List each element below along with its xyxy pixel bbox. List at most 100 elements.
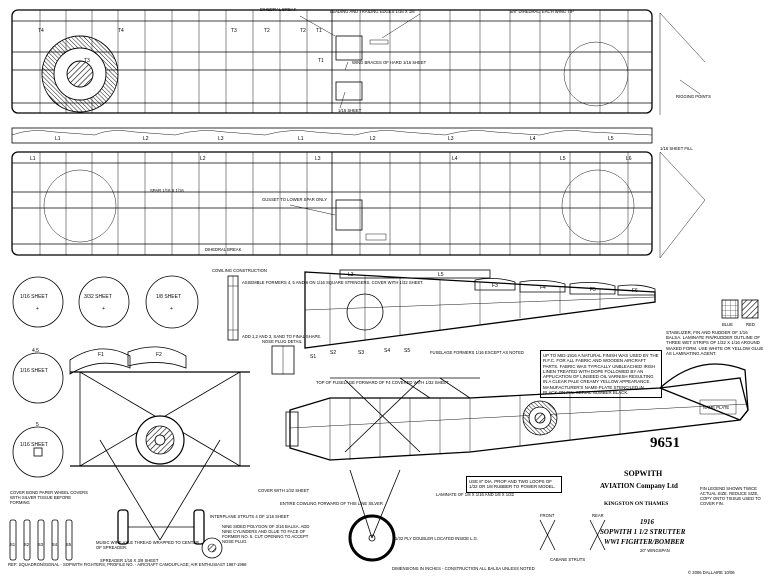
dihedral-break-label: DIHEDRAL BREAK: [260, 7, 297, 12]
disc-center-1: +: [36, 306, 39, 312]
gusset-note: GUSSET TO LOWER SPAR ONLY: [262, 197, 327, 202]
plan-year: 1916: [640, 518, 655, 526]
laminate-note: LAMINATE OF 1/8 X 1/16 AND 1/8 X 1/32: [436, 492, 515, 497]
wheel-cover-note: COVER BOND PAPER WHEEL COVERS WITH SILVE…: [10, 490, 88, 505]
spar-label: SPAR 1/16 X 1/16: [150, 188, 184, 193]
disc-center-2: +: [102, 306, 105, 312]
cabane-struts: FRONT REAR CABANE STRUTS: [539, 513, 606, 562]
cabane-front: FRONT: [540, 513, 555, 518]
prop-note-text: USE 8" DIA. PROP AND TWO LOOPS OF 1/32 O…: [466, 476, 562, 493]
bottom-rib-label-4: L4: [452, 156, 458, 162]
former-code-f2: F2: [156, 352, 162, 358]
bottom-wing-plan: SPAR 1/16 X 1/16 GUSSET TO LOWER SPAR ON…: [11, 146, 706, 259]
rib-strip-label-5: L2: [370, 136, 376, 142]
fin-emblem-label: NAME PLATE: [703, 405, 729, 410]
spreader-label: SPREADER 1/16 X 3/8 SHEET: [100, 558, 159, 563]
former-f6: F6: [632, 288, 638, 294]
rib-strip-label-7: L4: [530, 136, 536, 142]
top-wing-rib-label-6: T3: [84, 58, 90, 64]
plan-name: SOPWITH 1 1/2 STRUTTER: [600, 528, 686, 536]
plan-copyright: © 2006 DALLAIRE 10/06: [688, 570, 735, 575]
disc-label-2: 3/32 SHEET: [84, 294, 112, 300]
fin-legend-note-text: FIN LEGEND SHOWN TWICE ACTUAL SIZE. REDU…: [700, 486, 761, 506]
former-f5: F5: [590, 287, 596, 293]
top-wing-rib-label-2: T4: [118, 28, 124, 34]
disc-center-3: +: [170, 306, 173, 312]
swatch-red-label: RED: [746, 322, 755, 327]
sheet-16-note: 1/16 SHEET: [338, 108, 362, 113]
rotary-engine: [135, 415, 185, 465]
fuse-part-l3: L3: [348, 272, 354, 278]
top-wing-rib-label-7: T2: [300, 28, 306, 34]
top-wing-rib-label-4: T2: [264, 28, 270, 34]
engine-note-text: NINE SIDED POLYGON OF 3/16 BALSA. ADD NI…: [222, 524, 310, 544]
edges-note: LEADING AND TRAILING EDGES 1/16 X 1/8: [330, 9, 415, 14]
stab-note: STABILIZER, FIN AND RUDDER OF 1/16 BALSA…: [666, 330, 764, 356]
station-s3: S3: [358, 350, 364, 356]
bottom-wing-ribs: [39, 152, 629, 255]
rib-strip-label-3: L3: [218, 136, 224, 142]
fuselage-side-view: 9651 NAME PLATE TOP OF FUSELAGE FORWARD …: [258, 363, 761, 562]
side-wheel: [348, 469, 401, 562]
bottom-rib-label-5: L5: [560, 156, 566, 162]
disc-label-5: 1/16 SHEET: [20, 442, 48, 448]
former-f4: F4: [540, 285, 546, 291]
axle-note-text: MUSIC WIRE AXLE THREAD WRAPPED TO CENTER…: [96, 540, 200, 550]
fuselage-top-view: L3 L5 F3 F4 F5 F6 S1 S2 S3 S4 S5 FUSELAG…: [304, 269, 656, 360]
serial-number: 9651: [650, 435, 680, 451]
top-wing-plan: T4 T4 T3 T2 T1 T3 T2 T1 DIHEDRAL BREAK L…: [11, 7, 711, 115]
top-wing-rib-label-8: T1: [318, 58, 324, 64]
wing-braces-note-text: WING BRACES OF HARD 1/16 SHEET: [352, 60, 427, 65]
plan-dimensions: DIMENSIONS IN INCHES - CONSTRUCTION ALL …: [392, 566, 535, 571]
company-name: AVIATION Company Ltd: [600, 482, 678, 490]
bottom-dihedral-label: DIHEDRAL BREAK: [205, 247, 242, 252]
strut-s1: S1: [10, 542, 16, 547]
company-town: KINGSTON ON THAMES: [604, 501, 668, 507]
roundel-marking: [41, 35, 119, 113]
disc-label-4: 1/16 SHEET: [20, 368, 48, 374]
finish-note: UP TO MID-1916 A NATURAL FINISH WAS USED…: [540, 350, 662, 399]
disc-code-45: 4,5: [32, 348, 39, 354]
bottom-rib-label-1: L1: [30, 156, 36, 162]
cowling-assemble-note: ASSEMBLE FORMERS 4, 5 AND 6 ON 1/16 SQUA…: [242, 280, 424, 285]
disc-code-5: 5: [36, 422, 39, 428]
stab-note-text: STABILIZER, FIN AND RUDDER OF 1/16 BALSA…: [666, 330, 764, 356]
rib-strip-label-8: L5: [608, 136, 614, 142]
former-discs: 1/16 SHEET + 3/32 SHEET + 1/8 SHEET + 4,…: [12, 275, 199, 478]
assemble-note-text: ASSEMBLE FORMERS 4, 5 AND 6 ON 1/16 SQUA…: [242, 280, 424, 285]
cowling-add-note: ADD 1,2 AND 3, SAND TO FINAL SHAPE.: [242, 334, 321, 339]
rib-strip-label-2: L2: [143, 136, 149, 142]
station-s4: S4: [384, 348, 390, 354]
cabane-rear: REAR: [592, 513, 604, 518]
top-wing-rib-label-5: T1: [316, 28, 322, 34]
fuselage-roundel: [522, 400, 558, 436]
disc-label-3: 1/8 SHEET: [156, 294, 181, 300]
bottom-rib-label-6: L6: [626, 156, 632, 162]
prop-note: USE 8" DIA. PROP AND TWO LOOPS OF 1/32 O…: [466, 476, 562, 493]
strut-s2: S2: [24, 542, 30, 547]
nose-plug-detail: NOSE PLUG DETAIL: [262, 339, 303, 375]
strut-s4: S4: [52, 542, 58, 547]
former-f3: F3: [492, 283, 498, 289]
plan-role: WWI FIGHTER/BOMBER: [604, 538, 685, 546]
rib-strip: L1 L2 L3 L1 L2 L3 L4 L5: [11, 127, 653, 144]
strut-s3: S3: [38, 542, 44, 547]
nose-plug-label: NOSE PLUG DETAIL: [262, 339, 303, 344]
fin-legend-note: FIN LEGEND SHOWN TWICE ACTUAL SIZE. REDU…: [700, 486, 761, 506]
maker-name: SOPWITH: [624, 469, 663, 478]
rib-strip-label-1: L1: [55, 136, 61, 142]
cowling-construction: COWLING CONSTRUCTION ASSEMBLE FORMERS 4,…: [212, 268, 424, 341]
top-wing-rib-label-1: T4: [38, 28, 44, 34]
top-wing-ribs: [39, 10, 629, 113]
top-wing-rib-label-3: T3: [231, 28, 237, 34]
swatch-blue-label: BLUE: [722, 322, 733, 327]
title-block: SOPWITH AVIATION Company Ltd KINGSTON ON…: [8, 469, 735, 575]
top-fuselage-note-text: TOP OF FUSELAGE FORWARD OF F4 COVERED WI…: [316, 380, 449, 385]
top-fuselage-note: TOP OF FUSELAGE FORWARD OF F4 COVERED WI…: [316, 380, 449, 385]
ply-note: 1/32 PLY DOUBLER LOCATED INSIDE L.G.: [395, 536, 478, 541]
plan-credits: REF: SQUADRON/SIGNAL - SOPWITH FIGHTERS;…: [8, 562, 247, 567]
engine-note: NINE SIDED POLYGON OF 3/16 BALSA. ADD NI…: [222, 524, 310, 544]
station-s2: S2: [330, 350, 336, 356]
rigging-points-label: RIGGING POINTS: [676, 94, 711, 99]
fuse-part-l5: L5: [438, 272, 444, 278]
